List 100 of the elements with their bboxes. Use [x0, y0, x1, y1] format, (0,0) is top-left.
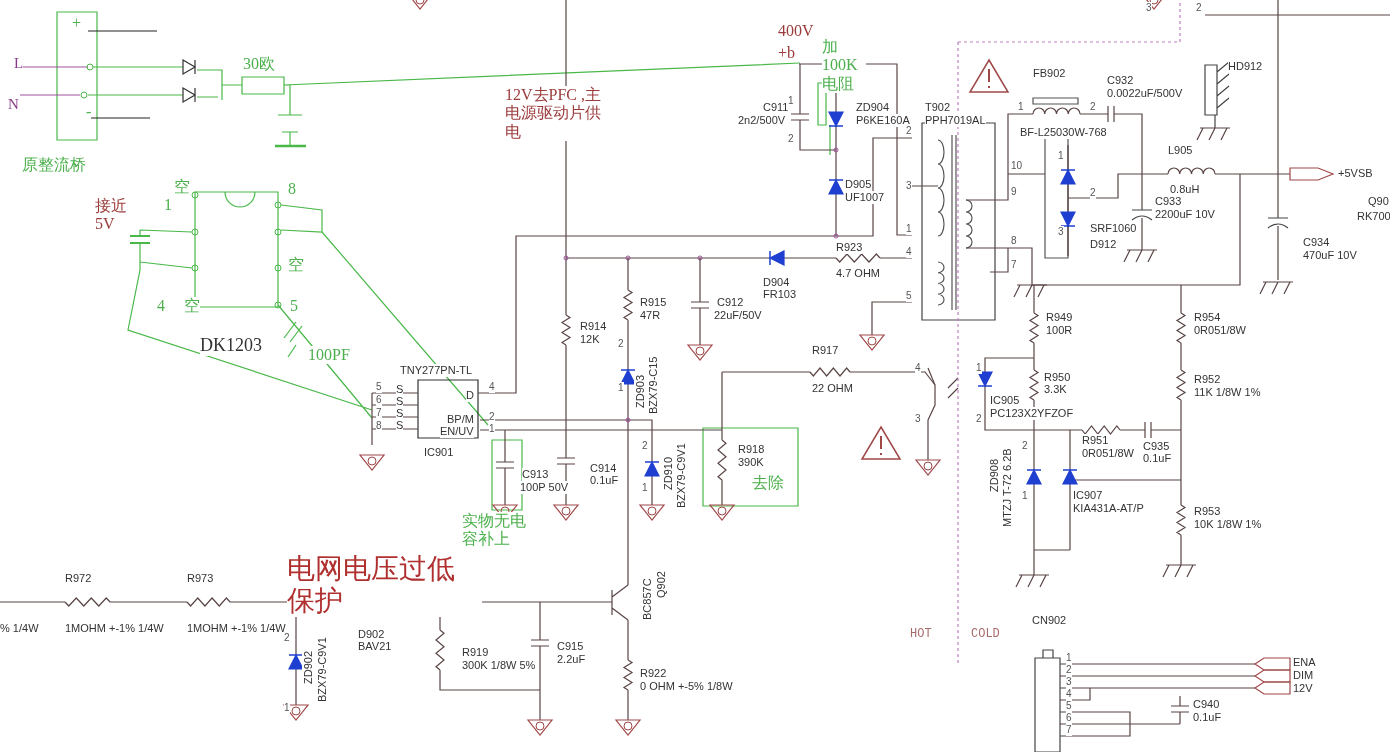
- component-label: IC907: [1073, 489, 1103, 502]
- component-label: IC905: [990, 394, 1020, 407]
- annotation-text: 30欧: [243, 55, 275, 74]
- component-label: EN/UV: [440, 425, 474, 438]
- component-label: R914: [580, 320, 607, 333]
- pin-number: 2: [489, 411, 495, 423]
- net-label: +5VSB: [1338, 167, 1373, 180]
- component-label: 470uF 10V: [1303, 249, 1357, 262]
- component-label: BF-L25030W-768: [1020, 126, 1107, 139]
- component-label: 47R: [640, 309, 661, 322]
- component-label: CN902: [1032, 614, 1067, 627]
- component-label: C911: [763, 101, 789, 114]
- component-label: L905: [1168, 144, 1193, 157]
- pin-number: 7: [376, 407, 382, 419]
- component-label: BZX79-C9V1: [675, 443, 688, 508]
- component-label: ZD910: [662, 456, 675, 490]
- annotation-text: 去除: [752, 474, 784, 493]
- annotation-text: 100PF: [308, 346, 350, 365]
- component-label: MTZJ T-72 6.2B: [1001, 448, 1014, 527]
- component-label: KIA431A-AT/P: [1073, 502, 1144, 515]
- pin-number: 2: [1196, 2, 1202, 14]
- pin-number: 8: [1011, 235, 1017, 247]
- pin-number: 1: [284, 702, 290, 714]
- component-label: R952: [1194, 373, 1221, 386]
- pin-number: 4: [906, 246, 912, 258]
- component-label: FR103: [763, 288, 797, 301]
- component-label: HD912: [1228, 60, 1263, 73]
- pin-number: 8: [376, 420, 382, 432]
- net-label: 12V: [1293, 682, 1313, 695]
- component-label: BZX79-C9V1: [316, 637, 329, 702]
- pin-number: 10: [1011, 160, 1023, 172]
- pin-number: 2: [788, 133, 794, 145]
- component-label: D902: [358, 628, 385, 641]
- pin-number: 1: [1018, 101, 1024, 113]
- annotation-text: DK1203: [200, 335, 262, 356]
- component-label: BZX79-C15: [647, 356, 660, 414]
- component-label: SRF1060: [1090, 222, 1137, 235]
- component-label: R918: [738, 443, 765, 456]
- annotation-text: 空: [184, 297, 200, 316]
- component-label: C933: [1155, 195, 1182, 208]
- pin-number: 1: [788, 95, 794, 107]
- annotation-text: 空: [174, 178, 190, 197]
- pin-number: 4: [1066, 688, 1072, 700]
- component-label: UF1007: [845, 191, 885, 204]
- component-label: BAV21: [358, 640, 392, 653]
- component-label: Q902: [655, 571, 668, 598]
- component-label: D912: [1090, 238, 1117, 251]
- pin-number: 7: [1066, 724, 1072, 736]
- pin-number: 9: [1011, 186, 1017, 198]
- component-label: 0 OHM +-5% 1/8W: [640, 680, 733, 693]
- pin-number: 2: [284, 632, 290, 644]
- annotation-text: 空: [288, 256, 304, 275]
- net-label: DIM: [1293, 669, 1314, 682]
- pin-number: 3: [915, 413, 921, 425]
- pin-number: 1: [642, 482, 648, 494]
- component-label: R972: [65, 572, 92, 585]
- component-label: 12K: [580, 333, 600, 346]
- component-label: 0R051/8W: [1082, 447, 1134, 460]
- component-label: 100R: [1046, 324, 1073, 337]
- component-label: ZD903: [634, 374, 647, 408]
- component-label: BC857C: [641, 578, 654, 620]
- component-label: ZD904: [856, 101, 890, 114]
- component-label: 22uF/50V: [714, 309, 762, 322]
- component-label: FB902: [1033, 67, 1066, 80]
- component-label: 10K 1/8W 1%: [1194, 518, 1262, 531]
- pin-number: 2: [1022, 440, 1028, 452]
- component-label: S: [396, 419, 404, 432]
- pin-number: 7: [1011, 259, 1017, 271]
- pin-number: 2: [618, 338, 624, 350]
- component-label: ZD902: [302, 650, 315, 684]
- component-label: R950: [1044, 371, 1071, 384]
- component-label: 0.1uF: [590, 474, 619, 487]
- pin-number: 1: [976, 362, 982, 374]
- component-label: RK700: [1357, 210, 1390, 223]
- component-label: 390K: [738, 456, 764, 469]
- component-label: R949: [1046, 311, 1073, 324]
- component-label: 2n2/500V: [738, 114, 786, 127]
- pin-number: 1: [1058, 150, 1064, 162]
- pin-number: 5: [906, 290, 912, 302]
- pin-number: 4: [915, 362, 921, 374]
- component-label: 2.2uF: [557, 653, 586, 666]
- pin-number: 6: [376, 394, 382, 406]
- pin-number: 3: [1066, 676, 1072, 688]
- component-label: PC123X2YFZOF: [990, 407, 1074, 420]
- pin-number: 4: [489, 381, 495, 393]
- pin-number: 1: [618, 382, 624, 394]
- component-label: D904: [763, 276, 790, 289]
- pin-number: 2: [642, 440, 648, 452]
- pin-number: 6: [1066, 712, 1072, 724]
- component-label: % 1/4W: [0, 622, 39, 635]
- component-label: R919: [462, 646, 489, 659]
- pin-number: 2: [1090, 101, 1096, 113]
- component-label: S: [396, 407, 404, 420]
- annotation-text: 电网电压过低保护: [287, 553, 482, 618]
- component-label: TNY277PN-TL: [400, 364, 473, 377]
- component-label: 0R051/8W: [1194, 324, 1246, 337]
- component-label: IC901: [424, 446, 454, 459]
- component-label: 100P 50V: [520, 481, 569, 494]
- component-label: R951: [1082, 434, 1109, 447]
- pin-number: 5: [376, 381, 382, 393]
